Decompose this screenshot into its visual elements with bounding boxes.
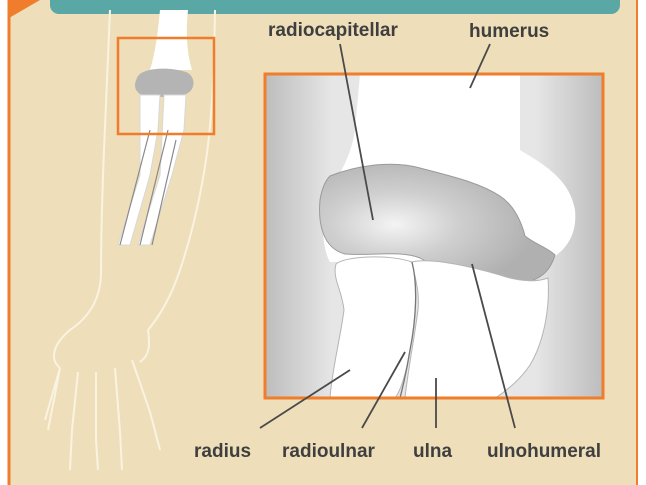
label-ulna: ulna — [413, 442, 452, 461]
label-ulnohumeral: ulnohumeral — [487, 442, 601, 461]
label-humerus: humerus — [469, 22, 549, 41]
header-banner — [50, 0, 620, 14]
zoom-panel — [265, 74, 603, 398]
label-radius: radius — [194, 442, 251, 461]
label-radiocapitellar: radiocapitellar — [268, 21, 398, 40]
radius-bone — [330, 257, 416, 398]
label-radioulnar: radioulnar — [282, 442, 375, 461]
